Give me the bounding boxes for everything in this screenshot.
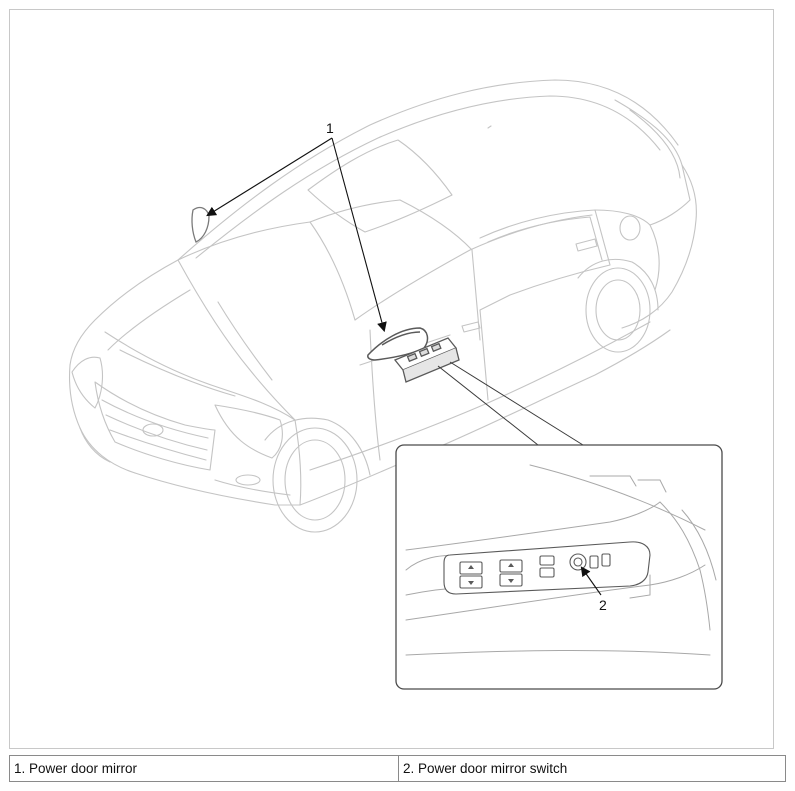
left-power-mirror: [191, 206, 210, 243]
legend-item-power-door-mirror-switch: 2. Power door mirror switch: [398, 755, 786, 782]
callout-2: 2: [599, 597, 607, 613]
callout-1: 1: [326, 120, 334, 136]
legend-row: 1. Power door mirror 2. Power door mirro…: [9, 755, 786, 782]
car-body: [68, 79, 697, 533]
callout-leaders: [206, 137, 602, 596]
legend-table: 1. Power door mirror 2. Power door mirro…: [9, 755, 786, 782]
switch-module: [393, 337, 460, 383]
diagram-frame: 1 2: [9, 9, 774, 749]
car-illustration: 1 2: [68, 79, 723, 690]
right-power-mirror: [367, 327, 429, 361]
legend-item-power-door-mirror: 1. Power door mirror: [9, 755, 399, 782]
zoom-guide-lines: [437, 361, 584, 446]
switch-detail-inset: [395, 444, 723, 690]
